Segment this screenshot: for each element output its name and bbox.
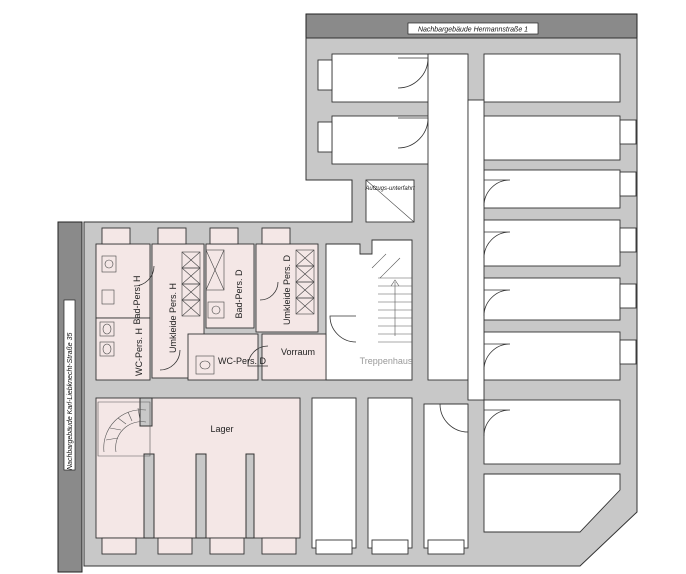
cellar-room (483, 169, 621, 209)
bad-pers-h-room (95, 243, 151, 319)
cellar-room (483, 219, 621, 267)
wc-pers-d-room (187, 333, 259, 381)
neighbor-left-label-box (63, 299, 76, 471)
window-niche (619, 227, 637, 253)
cellar-room (483, 399, 621, 465)
window-niche (317, 59, 333, 91)
spiral-stair (97, 401, 151, 457)
window-niche (371, 539, 409, 555)
stairwell (325, 239, 413, 381)
fixtures (99, 249, 225, 375)
window-niche (101, 537, 137, 555)
vorraum-label: Vorraum (281, 347, 315, 357)
cellar-room (367, 397, 413, 549)
neighbor-top-label: Nachbargebäude Hermannstraße 1 (418, 27, 528, 34)
window-niche (619, 119, 637, 145)
wc-pers-h-label: WC-Pers. H (134, 328, 144, 376)
window-niche (427, 539, 465, 555)
cellar-room (483, 331, 621, 381)
window-niche (317, 121, 333, 153)
window-niche (157, 537, 193, 555)
door-swings (133, 57, 511, 437)
elevator-pit-label: Aufzugs-unterfahrt (364, 186, 415, 192)
window-niche (261, 537, 297, 555)
stairwell-label: Treppenhaus (360, 356, 413, 366)
window-niche (619, 283, 637, 309)
cellar-room (483, 277, 621, 321)
vorraum-room (261, 333, 327, 381)
umkleide-pers-d-label: Umkleide Pers. D (282, 254, 292, 325)
window-niche (209, 227, 239, 245)
window-niche (619, 339, 637, 365)
bad-pers-h-label: Bad-Pers. H (132, 275, 142, 324)
neighbor-left-label: Nachbargebäude Karl-Liebknecht-Straße 35 (67, 333, 74, 470)
lager-label: Lager (210, 424, 233, 434)
neighbor-top-label-box (407, 22, 539, 35)
cellar-room (423, 403, 469, 549)
window-niche (101, 227, 131, 245)
cellar-room (483, 115, 621, 161)
window-niche (261, 227, 291, 245)
wc-pers-d-label: WC-Pers. D (218, 356, 266, 366)
cellar-room-corner (483, 473, 621, 533)
window-niche (619, 171, 637, 197)
window-niche (315, 539, 353, 555)
wc-pers-h-room (95, 317, 151, 381)
neighbor-building-left (57, 221, 83, 573)
cellar-room (311, 397, 357, 549)
corridor-side (467, 99, 485, 401)
umkleide-pers-h-label: Umkleide Pers. H (168, 283, 178, 353)
lockers-h (181, 251, 201, 317)
window-niche (157, 227, 187, 245)
stair-treads (371, 253, 412, 343)
bad-pers-d-label: Bad-Pers. D (234, 269, 244, 319)
corridor (427, 53, 469, 381)
bad-pers-d-room (205, 243, 255, 329)
cellar-room (483, 53, 621, 103)
lockers-d (295, 249, 315, 315)
window-niche (209, 537, 245, 555)
